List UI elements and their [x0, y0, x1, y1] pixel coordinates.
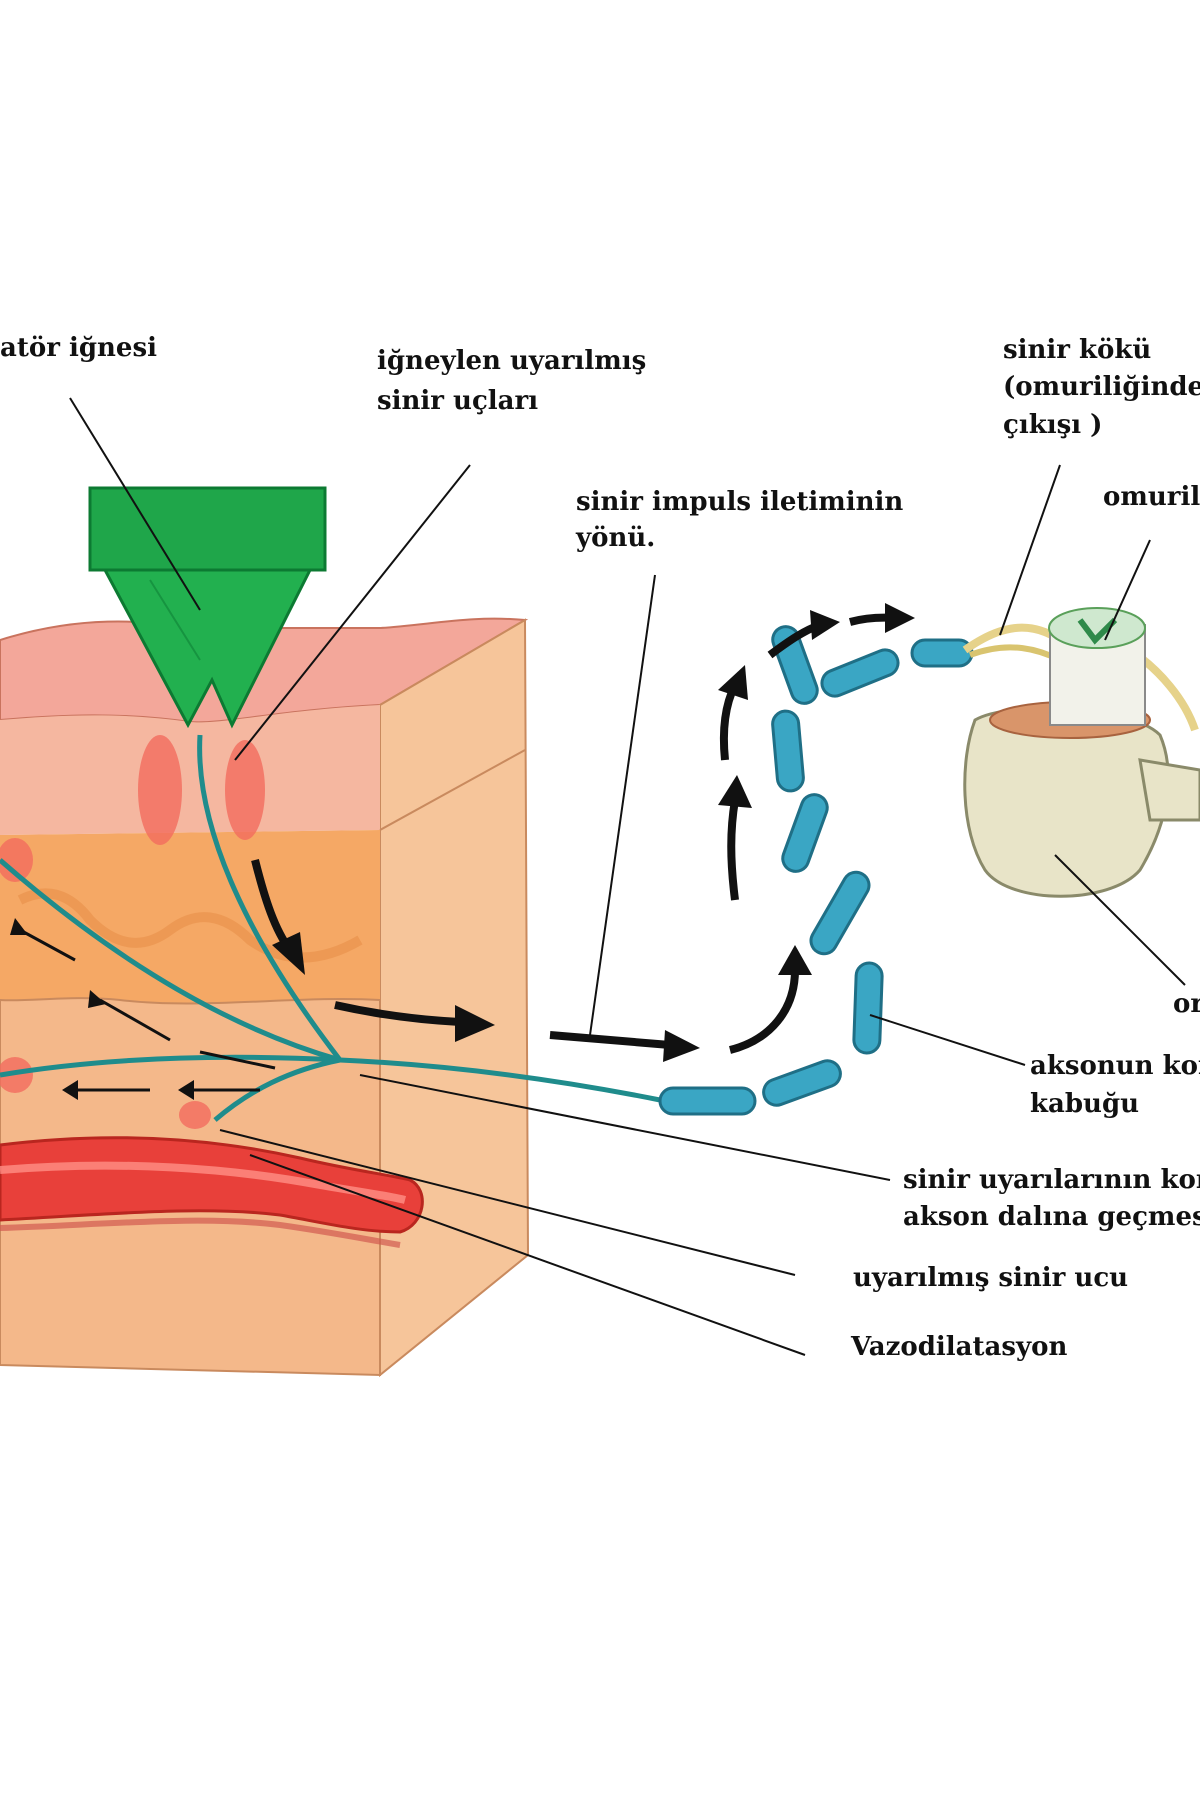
inflammation-spot — [0, 1057, 33, 1093]
impulse-arrows — [251, 603, 915, 1062]
label-vertebra: or — [1173, 989, 1200, 1019]
epidermis-layer — [0, 705, 380, 835]
label-vasodilation: Vazodilatasyon — [851, 1332, 1068, 1362]
label-collateral-2: akson dalına geçmesi — [903, 1202, 1200, 1232]
label-stimulated-endings-1: iğneylen uyarılmış — [377, 346, 647, 376]
label-excited-ending: uyarılmış sinir ucu — [853, 1263, 1129, 1293]
collateral-arrows — [10, 918, 276, 1100]
inflammation-spot — [138, 735, 182, 845]
leader-lines — [69, 397, 1186, 1356]
inflammation-spot — [225, 740, 265, 840]
label-myelin-2: kabuğu — [1030, 1089, 1140, 1119]
skin-tissue-block — [0, 617, 530, 1378]
label-spinal-cord: omurili — [1103, 482, 1200, 512]
label-nerve-root-2: (omuriliğinden — [1003, 372, 1200, 402]
label-needle: atör iğnesi — [0, 333, 157, 363]
inflammation-spot — [0, 838, 33, 882]
label-impulse-direction-2: yönü. — [576, 523, 656, 553]
label-collateral-1: sinir uyarılarının kom — [903, 1165, 1200, 1195]
label-impulse-direction-1: sinir impuls iletiminin — [576, 487, 904, 517]
inflammation-spot — [179, 1101, 211, 1129]
blood-vessel — [0, 1136, 424, 1248]
myelinated-axon — [658, 625, 974, 1116]
spinal-segment — [962, 607, 1200, 898]
label-stimulated-endings-2: sinir uçları — [377, 386, 539, 416]
nerve-fibers — [0, 734, 661, 1122]
label-nerve-root-1: sinir kökü — [1003, 335, 1152, 365]
skin-side-face — [379, 618, 530, 1378]
acupuncture-needle — [88, 486, 327, 729]
label-myelin-1: aksonun kor — [1030, 1051, 1200, 1081]
label-nerve-root-3: çıkışı ) — [1003, 410, 1103, 440]
